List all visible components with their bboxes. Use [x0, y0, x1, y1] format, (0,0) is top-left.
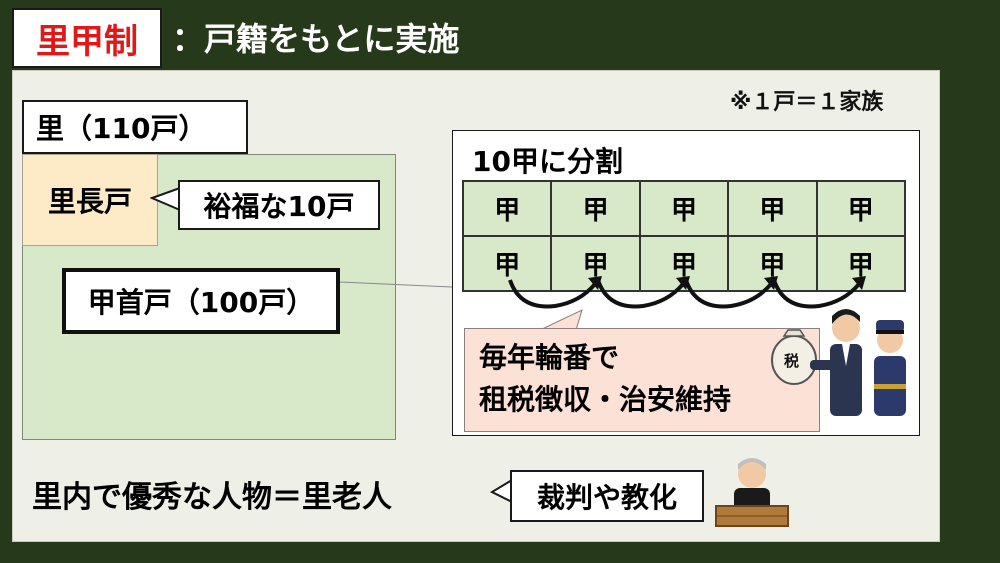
judge-icon [715, 458, 789, 527]
page-subtitle: ：戸籍をもとに実施 [172, 20, 460, 58]
title-badge: 里甲制 [12, 8, 162, 68]
elder-callout: 裁判や教化 [510, 470, 704, 522]
household-note: ※１戸＝１家族 [730, 90, 884, 115]
kou-cell: 甲 [463, 236, 552, 291]
kou-cell: 甲 [639, 236, 729, 291]
division-label: 10甲に分割 [472, 145, 623, 178]
kou-cell: 甲 [639, 181, 729, 236]
rotation-arrows-icon [508, 276, 866, 309]
tax-bag-label: 税 [784, 352, 799, 370]
elder-text: 里内で優秀な人物＝里老人 [32, 480, 392, 515]
chief-household-box: 里長戸 [22, 154, 158, 246]
kou-cell: 甲 [728, 236, 817, 291]
kou-cell: 甲 [463, 181, 552, 236]
tax-officials-icon: 税 [771, 309, 906, 416]
duty-line-2: 租税徴収・治安維持 [479, 383, 732, 416]
kou-cell: 甲 [816, 236, 905, 291]
kou-cell: 甲 [816, 181, 905, 236]
kou-grid: 甲 甲 甲 甲 甲 甲 甲 甲 甲 甲 [462, 180, 906, 292]
chief-callout: 裕福な10戸 [178, 180, 380, 230]
kou-cell: 甲 [728, 181, 817, 236]
duty-line-1: 毎年輪番で [479, 341, 620, 374]
village-label: 里（110戸） [22, 100, 248, 154]
kou-cell: 甲 [551, 236, 640, 291]
connector-line [340, 281, 453, 288]
member-household-box: 甲首戸（100戸） [62, 268, 340, 334]
kou-cell: 甲 [551, 181, 640, 236]
duty-box: 毎年輪番で 租税徴収・治安維持 [464, 328, 820, 432]
